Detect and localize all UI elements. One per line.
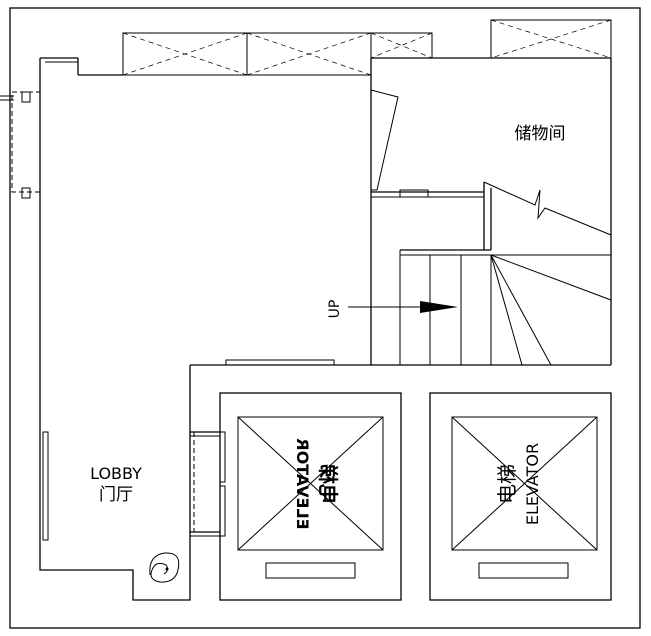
up-arrow-icon <box>420 301 458 313</box>
elevator-1-label-en: ELEVATOR <box>293 438 312 529</box>
outer-frame <box>9 7 641 629</box>
elevator-2-label-en: ELEVATOR <box>523 443 542 525</box>
entrance-door <box>0 91 41 199</box>
elevator-lobby-door <box>190 431 226 537</box>
elevator-2-label-cn: 电梯 <box>495 464 519 504</box>
stairs <box>348 250 612 366</box>
elevator-1-label-cn: 电梯 <box>316 464 340 504</box>
floor-drain-icon <box>149 552 180 583</box>
lobby-label-en: LOBBY <box>90 464 142 483</box>
vent-shafts <box>122 19 612 76</box>
elevator-2 <box>429 392 612 601</box>
storage-partition <box>371 181 612 251</box>
storage-door <box>370 89 399 191</box>
up-label: UP <box>327 300 343 319</box>
lobby-label-cn: 门厅 <box>99 485 133 505</box>
wall-slab <box>225 359 335 366</box>
storage-label: 储物间 <box>515 124 566 144</box>
left-window <box>42 431 49 541</box>
